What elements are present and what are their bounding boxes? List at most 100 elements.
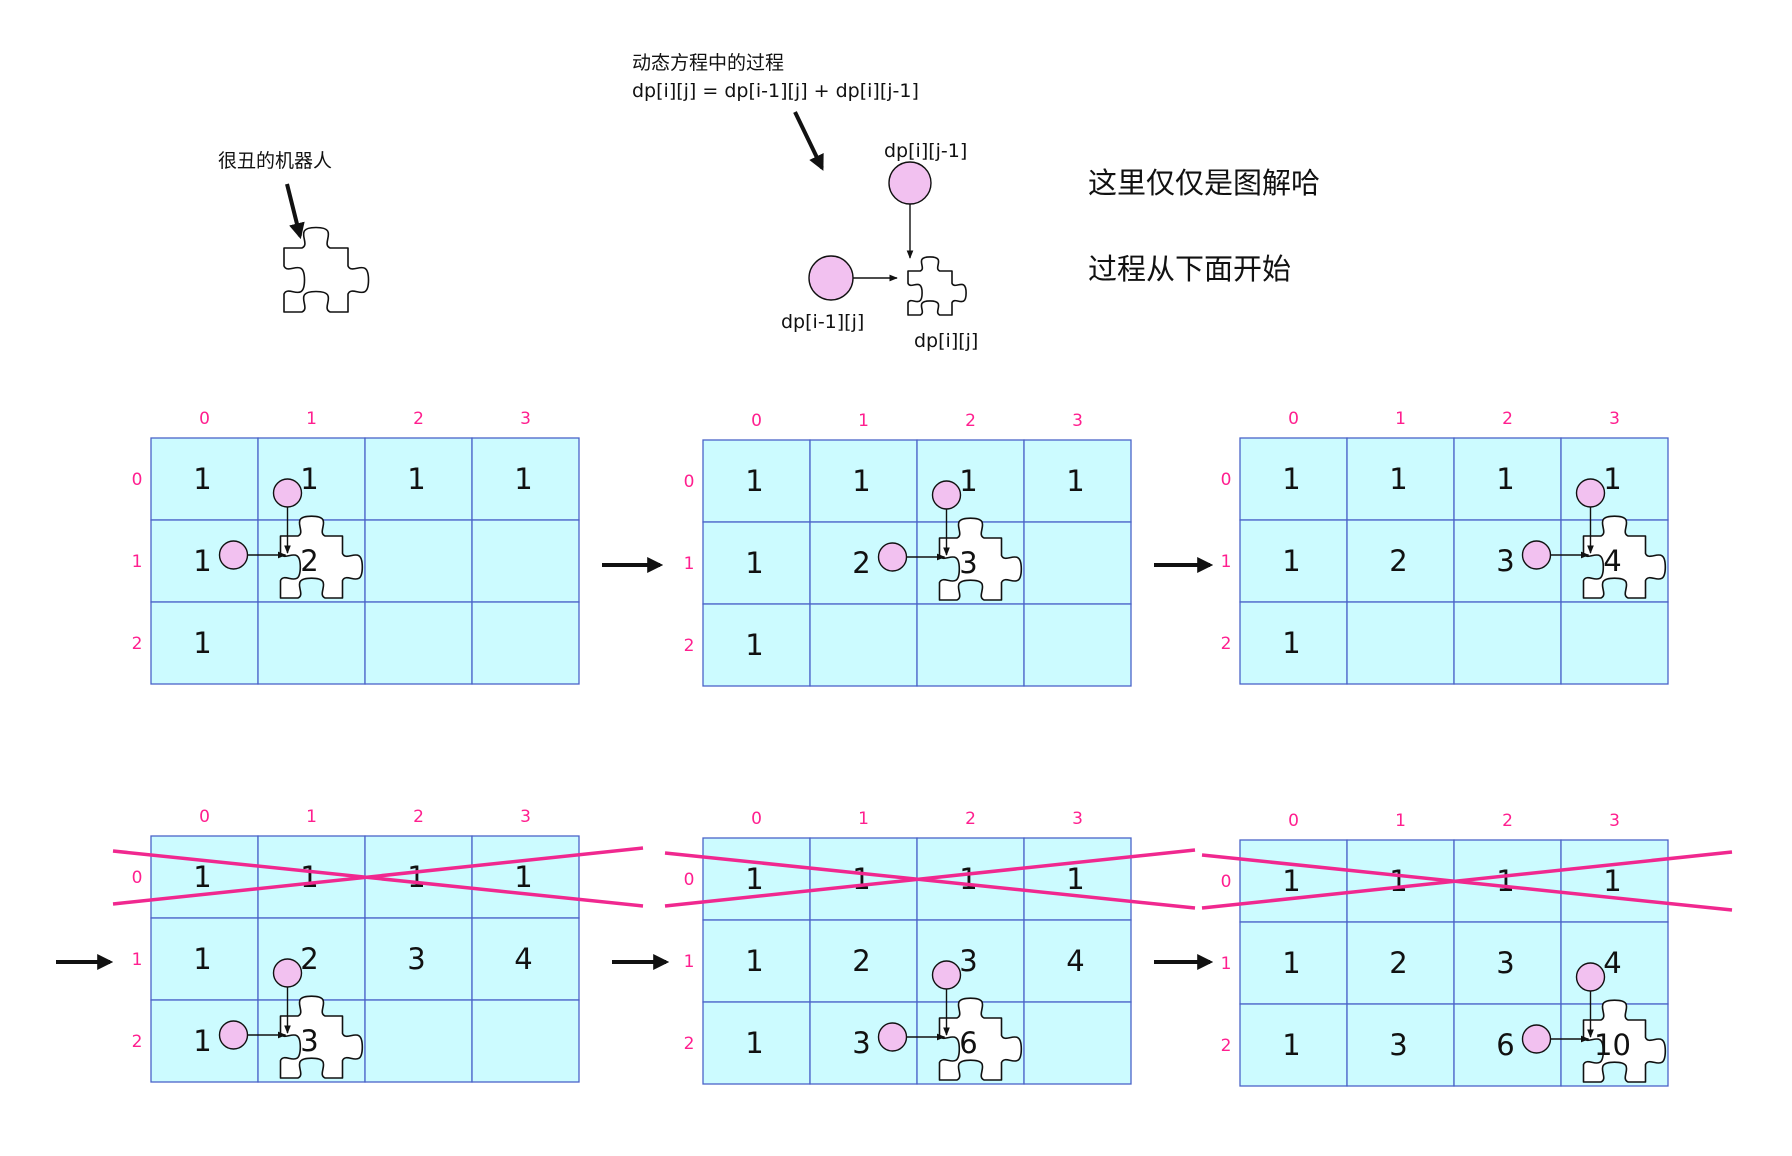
cell-value: 1 [514, 462, 532, 496]
cell-value: 1 [1282, 462, 1300, 496]
grid-cell [916, 439, 1025, 523]
strike-line [1201, 853, 1733, 912]
cell-value: 3 [407, 942, 425, 976]
grid-cell [1346, 519, 1455, 603]
cell-value: 10 [1594, 1028, 1631, 1062]
cell-value: 1 [1389, 462, 1407, 496]
strike-line [1201, 850, 1733, 910]
grid-cell [150, 601, 259, 685]
puzzle-piece-icon [907, 256, 967, 316]
grid-cell [364, 917, 473, 1001]
cell-value: 1 [1282, 544, 1300, 578]
grid-cell [1560, 601, 1669, 685]
column-index-label: 0 [1288, 409, 1299, 429]
row-index-label: 0 [132, 868, 143, 888]
column-index-label: 1 [306, 807, 317, 827]
grid-cell [364, 519, 473, 603]
row-index-label: 0 [1221, 872, 1232, 892]
grid-cell [1023, 837, 1132, 921]
cell-value: 1 [300, 462, 318, 496]
cell-value: 2 [852, 944, 870, 978]
legend-dp-current-label: dp[i][j] [914, 330, 979, 352]
column-index-label: 0 [1288, 811, 1299, 831]
grid-cell [1023, 1001, 1132, 1085]
cell-value: 1 [745, 628, 763, 662]
legend-dp-top-label: dp[i][j-1] [884, 140, 968, 162]
column-index-label: 3 [520, 807, 531, 827]
grid-cell [257, 601, 366, 685]
cell-value: 1 [1282, 864, 1300, 898]
cell-value: 2 [1389, 946, 1407, 980]
row-index-label: 2 [684, 636, 695, 656]
cell-value: 1 [745, 1026, 763, 1060]
column-index-label: 0 [751, 411, 762, 431]
row-index-label: 0 [1221, 470, 1232, 490]
column-index-label: 2 [965, 809, 976, 829]
puzzle-piece-icon [1582, 999, 1667, 1083]
cell-value: 1 [193, 462, 211, 496]
column-index-label: 3 [1072, 809, 1083, 829]
puzzle-piece-icon [279, 515, 364, 599]
row-index-label: 2 [132, 1032, 143, 1052]
grid-cell [1453, 601, 1562, 685]
row-index-label: 0 [684, 472, 695, 492]
grid-cell [809, 603, 918, 687]
grid-cell [364, 999, 473, 1083]
column-index-label: 2 [1502, 811, 1513, 831]
grid-cell [150, 917, 259, 1001]
cell-value: 2 [1389, 544, 1407, 578]
cell-value: 1 [407, 462, 425, 496]
grid-cell [471, 437, 580, 521]
pink-circle-icon [808, 255, 854, 301]
grid-cell [1560, 839, 1669, 923]
column-index-label: 3 [1609, 811, 1620, 831]
grid-cell [809, 1001, 918, 1085]
grid-cell [916, 603, 1025, 687]
cell-value: 1 [1603, 864, 1621, 898]
grid-cell [1239, 437, 1348, 521]
pink-circle-icon [218, 1020, 249, 1050]
row-index-label: 2 [1221, 634, 1232, 654]
column-index-label: 2 [965, 411, 976, 431]
strike-line [664, 848, 1196, 908]
grid-cell [702, 439, 811, 523]
cell-value: 4 [1603, 946, 1621, 980]
row-index-label: 1 [1221, 954, 1232, 974]
grid-cell [809, 439, 918, 523]
cell-value: 6 [1496, 1028, 1514, 1062]
cell-value: 4 [1066, 944, 1084, 978]
cell-value: 4 [1603, 544, 1621, 578]
pink-circle-icon [1521, 1024, 1552, 1054]
column-index-label: 3 [520, 409, 531, 429]
grid-cell [1239, 1003, 1348, 1087]
grid-cell [150, 835, 259, 919]
row-index-label: 1 [684, 952, 695, 972]
grid-cell [471, 601, 580, 685]
cell-value: 1 [193, 942, 211, 976]
pink-circle-icon [931, 480, 962, 510]
column-index-label: 2 [413, 807, 424, 827]
column-index-label: 1 [858, 411, 869, 431]
note-process-start: 过程从下面开始 [1088, 252, 1292, 286]
cell-value: 3 [1496, 946, 1514, 980]
cell-value: 1 [1282, 1028, 1300, 1062]
column-index-label: 3 [1072, 411, 1083, 431]
pink-circle-icon [931, 960, 962, 990]
pink-circle-icon [272, 958, 303, 988]
grid-cell [1023, 521, 1132, 605]
column-index-label: 0 [199, 807, 210, 827]
grid-cell [471, 835, 580, 919]
cell-value: 1 [407, 860, 425, 894]
puzzle-piece-icon [279, 995, 364, 1079]
cell-value: 1 [959, 464, 977, 498]
cell-value: 1 [193, 1024, 211, 1058]
column-index-label: 2 [413, 409, 424, 429]
cell-value: 1 [193, 544, 211, 578]
robot-label: 很丑的机器人 [218, 150, 333, 172]
cell-value: 1 [745, 862, 763, 896]
